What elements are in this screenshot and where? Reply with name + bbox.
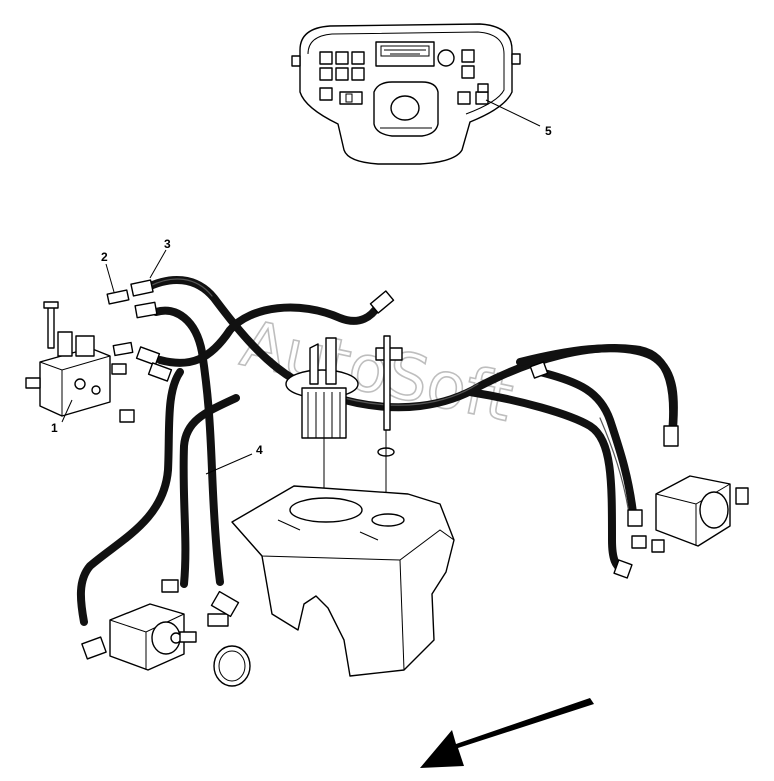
instrument-panel (291, 23, 521, 165)
fittings (106, 279, 395, 382)
callout-4: 4 (256, 443, 263, 457)
arrow-icon (420, 698, 594, 768)
left-pump (81, 579, 251, 687)
hydraulic-hoses (76, 276, 678, 626)
tank (231, 485, 455, 677)
leader-lines (61, 249, 253, 475)
sender-unit (285, 335, 403, 520)
right-pump (529, 361, 749, 579)
callout-3: 3 (164, 237, 171, 251)
hose-highlights (149, 278, 631, 521)
valve-block (25, 301, 135, 423)
callout-1: 1 (51, 421, 58, 435)
callout-5: 5 (545, 124, 552, 138)
leader-line-5 (485, 99, 541, 127)
callout-2: 2 (101, 250, 108, 264)
